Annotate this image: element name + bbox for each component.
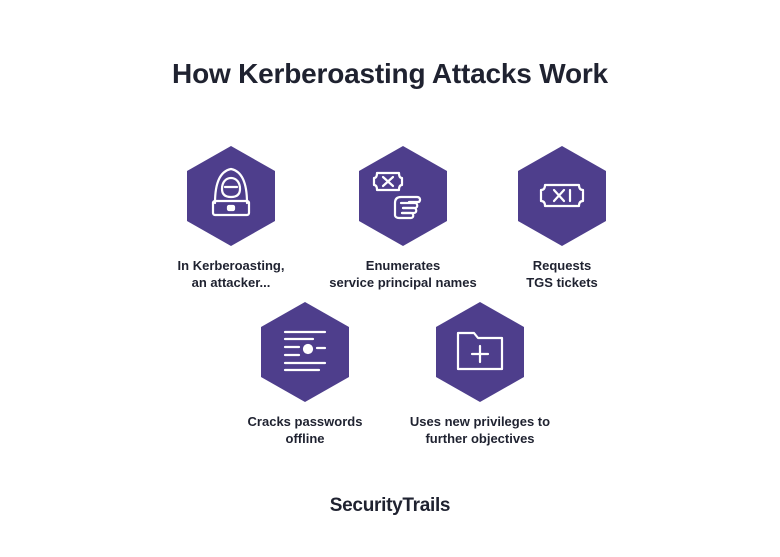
hexagon-5 xyxy=(436,302,524,402)
step-2-caption-line2: service principal names xyxy=(329,275,477,290)
hand-ticket-icon xyxy=(372,171,422,220)
hexagon-1 xyxy=(187,146,275,246)
step-4-caption-line2: offline xyxy=(285,431,325,446)
step-3-caption-line2: TGS tickets xyxy=(526,275,598,290)
step-5-caption-line2: further objectives xyxy=(425,431,535,446)
page-title: How Kerberoasting Attacks Work xyxy=(172,58,608,89)
hexagon-2 xyxy=(359,146,447,246)
step-3: Requests TGS tickets xyxy=(442,145,682,291)
step-5: Uses new privileges to further objective… xyxy=(360,301,600,447)
document-lines-icon xyxy=(283,330,327,372)
ticket-icon xyxy=(539,183,585,208)
step-2: Enumerates service principal names xyxy=(283,145,523,291)
step-3-caption-line1: Requests xyxy=(532,258,592,273)
step-4-caption-line1: Cracks passwords xyxy=(247,414,363,429)
hexagon-4 xyxy=(261,302,349,402)
hexagon-3 xyxy=(518,146,606,246)
step-5-caption-line1: Uses new privileges to xyxy=(409,414,551,429)
step-1-caption-line1: In Kerberoasting, xyxy=(177,258,285,273)
brand-logo: SecurityTrails xyxy=(329,495,451,516)
step-2-caption-line1: Enumerates xyxy=(365,258,441,273)
step-1-caption-line2: an attacker... xyxy=(191,275,271,290)
folder-plus-icon xyxy=(456,331,504,371)
step-4: Cracks passwords offline xyxy=(185,301,425,447)
hacker-laptop-icon xyxy=(211,167,251,217)
step-1: In Kerberoasting, an attacker... xyxy=(111,145,351,291)
